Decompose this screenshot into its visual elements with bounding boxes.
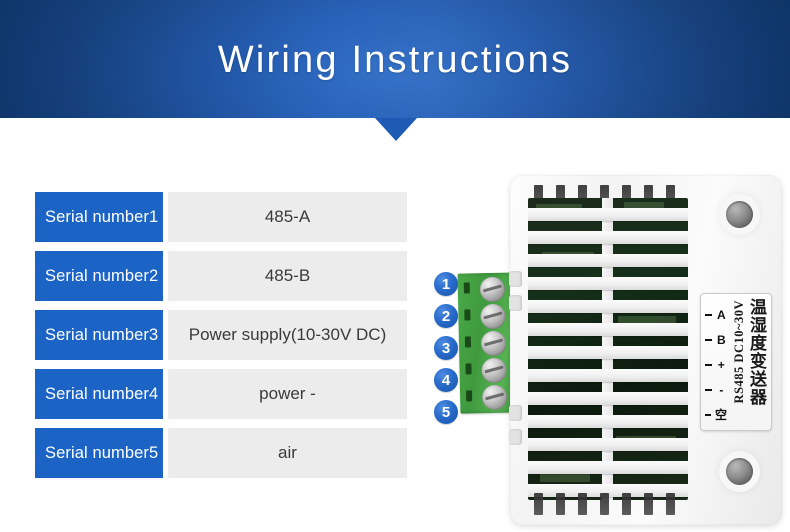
vent-tooth	[534, 493, 543, 515]
badge-1: 1	[434, 272, 458, 296]
pin-row: B	[705, 327, 727, 352]
terminal-number-badges: 1 2 3 4 5	[434, 272, 458, 432]
mounting-hole-top	[726, 201, 753, 228]
vent-bar	[528, 392, 688, 405]
device-photo: 温湿度变送器 RS485 DC10~30V A B +	[455, 170, 790, 532]
terminal-wire-slot	[465, 363, 472, 375]
pin-name-4: -	[719, 382, 724, 397]
terminal-wire-slot	[463, 282, 470, 294]
row-label-1: Serial number1	[35, 192, 163, 242]
pcb-detail	[624, 202, 664, 208]
device-housing: 温湿度变送器 RS485 DC10~30V A B +	[509, 175, 782, 525]
terminal-screw	[481, 357, 507, 384]
pin-dash-icon	[705, 313, 712, 316]
row-value-5: air	[168, 428, 407, 478]
pcb-detail	[540, 474, 590, 482]
device-product-label: 温湿度变送器 RS485 DC10~30V A B +	[700, 293, 772, 431]
terminal-screw	[480, 303, 506, 330]
vent-tooth	[556, 493, 565, 515]
vent-tooth	[666, 185, 675, 207]
housing-edge-notch	[509, 405, 522, 421]
vent-tooth	[622, 185, 631, 207]
pin-dash-icon	[705, 388, 712, 391]
header-banner: Wiring Instructions	[0, 0, 790, 118]
vent-tooth	[600, 493, 609, 515]
pin-name-3: +	[717, 357, 725, 372]
row-value-3: Power supply(10-30V DC)	[168, 310, 407, 360]
badge-5: 5	[434, 400, 458, 424]
vent-tooth	[534, 185, 543, 207]
terminal-wire-slot	[464, 309, 471, 321]
row-label-5: Serial number5	[35, 428, 163, 478]
vent-bar	[528, 346, 688, 359]
vent-bar	[528, 461, 688, 474]
row-value-1: 485-A	[168, 192, 407, 242]
terminal-wire-slot	[464, 336, 472, 348]
page-title: Wiring Instructions	[217, 39, 573, 81]
vent-bar	[528, 231, 688, 244]
vent-bar	[528, 300, 688, 313]
vent-bar	[528, 369, 688, 382]
pin-row: +	[705, 352, 727, 377]
row-label-3: Serial number3	[35, 310, 163, 360]
row-value-4: power -	[168, 369, 407, 419]
pin-dash-icon	[705, 338, 712, 341]
pin-dash-icon	[705, 363, 712, 366]
pin-name-1: A	[716, 307, 726, 322]
vent-bar	[528, 208, 688, 221]
badge-2: 2	[434, 304, 458, 328]
vent-bar	[528, 254, 688, 267]
badge-3: 3	[434, 336, 458, 360]
housing-edge-notch	[509, 429, 522, 445]
pin-dash-icon	[705, 413, 711, 416]
vent-tooth	[644, 493, 653, 515]
row-label-4: Serial number4	[35, 369, 163, 419]
pin-name-2: B	[716, 332, 726, 347]
product-label-pin-list: A B + - 空	[705, 302, 727, 427]
mounting-hole-bottom	[726, 458, 753, 485]
terminal-screw	[479, 276, 506, 303]
pcb-detail	[618, 316, 676, 325]
product-label-spec: RS485 DC10~30V	[732, 300, 746, 404]
housing-edge-notch	[509, 271, 522, 287]
vent-tooth	[644, 185, 653, 207]
vent-tooth	[622, 493, 631, 515]
vent-tooth	[666, 493, 675, 515]
housing-top-vent-comb	[530, 185, 686, 207]
row-value-2: 485-B	[168, 251, 407, 301]
device-vent-window	[528, 198, 688, 500]
pcb-detail	[536, 204, 582, 211]
terminal-wire-slot	[465, 390, 473, 402]
vent-bar	[528, 323, 688, 336]
row-label-2: Serial number2	[35, 251, 163, 301]
product-label-title-cjk: 温湿度变送器	[746, 298, 766, 406]
vent-tooth	[600, 185, 609, 207]
pin-name-5: 空	[715, 408, 728, 422]
terminal-screw	[480, 330, 507, 357]
housing-bottom-vent-comb	[530, 493, 686, 515]
vent-bar	[528, 415, 688, 428]
vent-bar	[528, 277, 688, 290]
pin-row: 空	[705, 402, 727, 427]
pin-row: -	[705, 377, 727, 402]
housing-edge-notch	[509, 295, 522, 311]
banner-notch-triangle	[375, 118, 417, 141]
vent-bar	[528, 438, 688, 451]
badge-4: 4	[434, 368, 458, 392]
terminal-screw	[481, 384, 508, 411]
vent-tooth	[556, 185, 565, 207]
vent-tooth	[578, 185, 587, 207]
pin-row: A	[705, 302, 727, 327]
vent-tooth	[578, 493, 587, 515]
